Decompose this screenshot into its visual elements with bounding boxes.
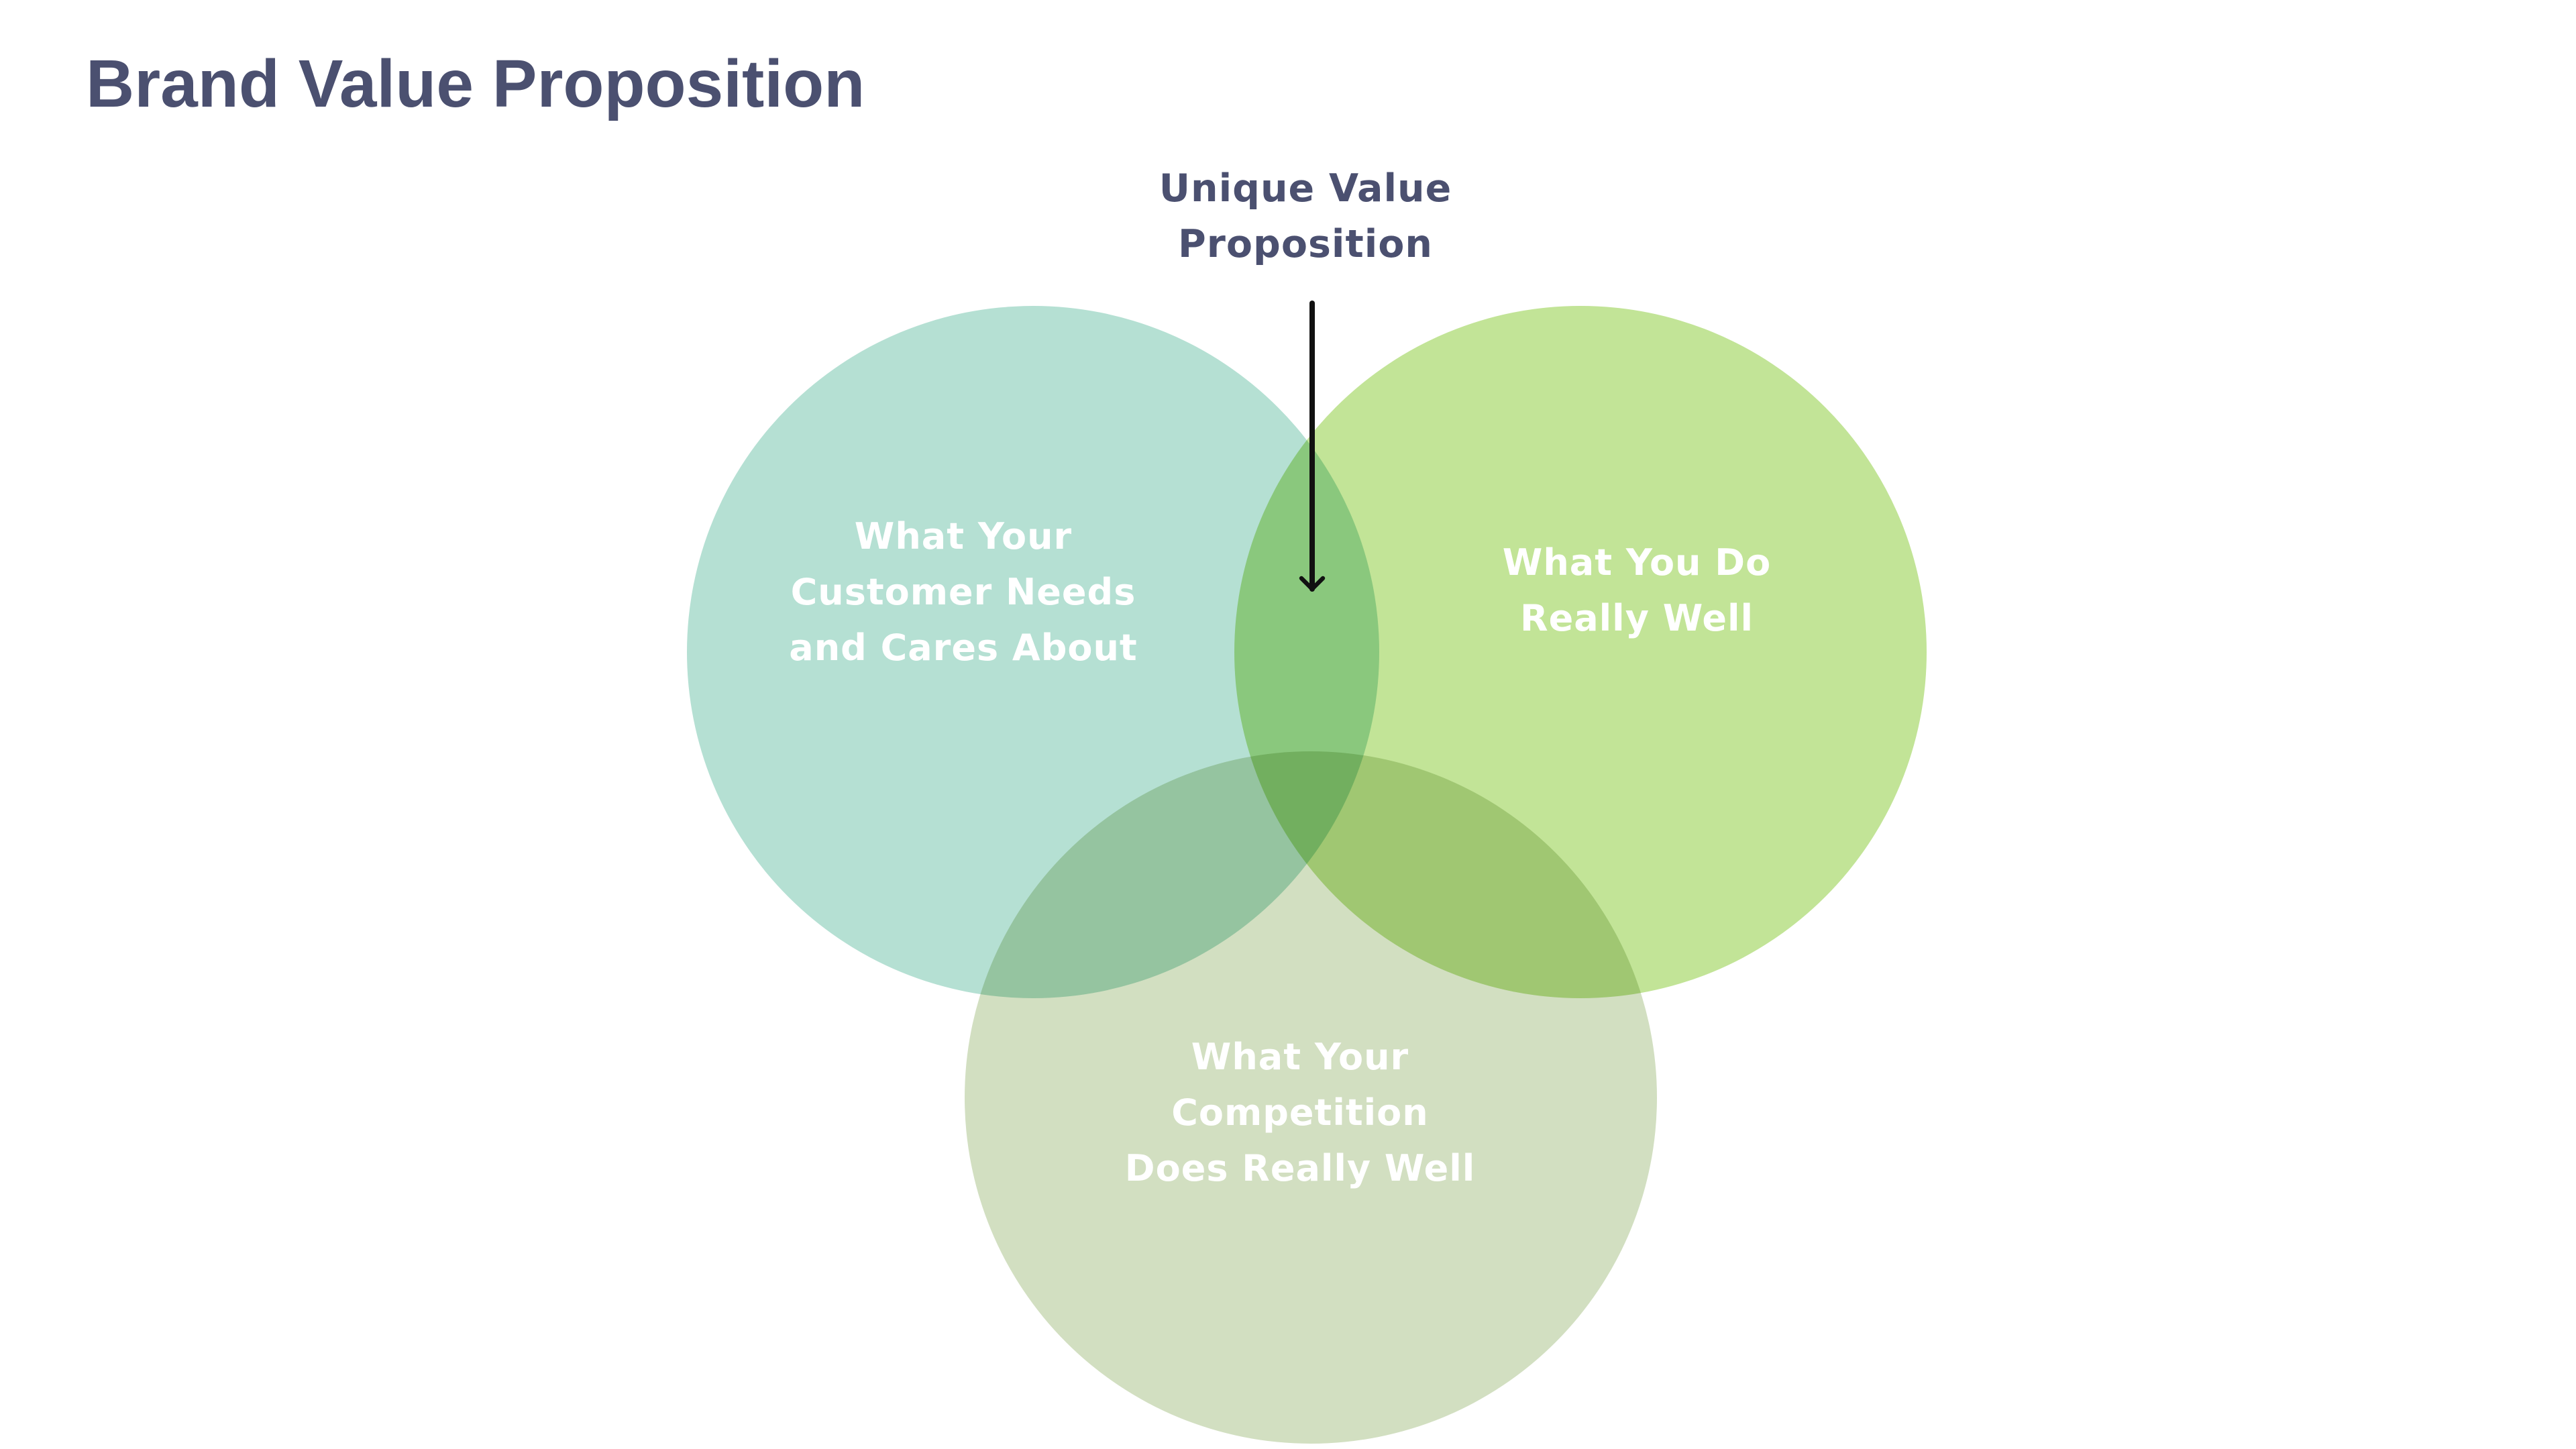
page-title: Brand Value Proposition [86, 46, 865, 121]
circle-competition [965, 751, 1657, 1444]
unique-value-proposition-label: Unique Value Proposition [1159, 166, 1452, 266]
circle-label-you: What You Do Really Well [1502, 541, 1772, 639]
circle-label-competition: What Your Competition Does Really Well [1124, 1036, 1476, 1189]
circle-label-customer: What Your Customer Needs and Cares About [789, 515, 1138, 669]
